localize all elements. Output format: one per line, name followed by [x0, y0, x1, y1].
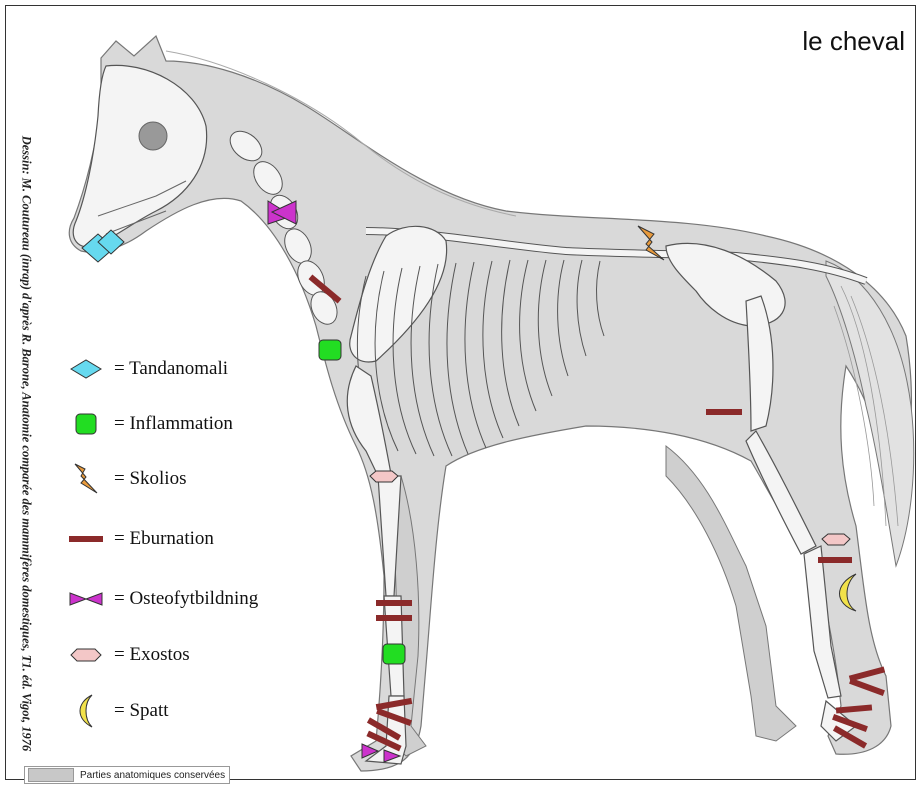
legend-label: = Skolios — [114, 468, 186, 490]
inflammation-marker-cannon — [383, 644, 405, 664]
inflammation-marker-shoulder — [319, 340, 341, 360]
eburnation-marker-hock — [818, 557, 852, 563]
eburnation-marker-cannon1 — [376, 600, 412, 606]
illustration-credit: Dessin: M. Coutureau (inrap) d'après R. … — [19, 94, 34, 794]
eburnation-marker-cannon2 — [376, 615, 412, 621]
crescent-icon — [66, 696, 106, 726]
legend-label: = Eburnation — [114, 528, 214, 550]
diamond-icon — [66, 354, 106, 384]
legend-item-osteofytbildning: = Osteofytbildning — [66, 584, 258, 614]
legend-label: = Osteofytbildning — [114, 588, 258, 610]
preserved-parts-legend: Parties anatomiques conservées — [24, 766, 230, 784]
legend-label: = Tandanomali — [114, 358, 228, 380]
bar-icon — [66, 524, 106, 554]
legend-item-tandanomali: = Tandanomali — [66, 354, 228, 384]
figure-frame: le cheval Dessin: M. Coutureau (inrap) d… — [5, 5, 916, 780]
legend-item-skolios: = Skolios — [66, 464, 186, 494]
lightning-icon — [66, 464, 106, 494]
exostos-marker-fore — [370, 471, 398, 482]
gray-swatch — [28, 768, 74, 782]
hexagon-icon — [66, 640, 106, 670]
square-icon — [66, 409, 106, 439]
legend-item-spatt: = Spatt — [66, 696, 169, 726]
legend-label: = Inflammation — [114, 413, 233, 435]
preserved-parts-label: Parties anatomiques conservées — [80, 770, 225, 781]
page-title: le cheval — [802, 26, 905, 57]
exostos-marker-hind — [822, 534, 850, 545]
legend-label: = Exostos — [114, 644, 190, 666]
legend-label: = Spatt — [114, 700, 169, 722]
bowtie-icon — [66, 584, 106, 614]
skull — [73, 65, 206, 247]
legend-item-inflammation: = Inflammation — [66, 409, 233, 439]
legend-item-exostos: = Exostos — [66, 640, 190, 670]
eburnation-marker-hind — [706, 409, 742, 415]
eye-socket — [139, 122, 167, 150]
legend-item-eburnation: = Eburnation — [66, 524, 214, 554]
